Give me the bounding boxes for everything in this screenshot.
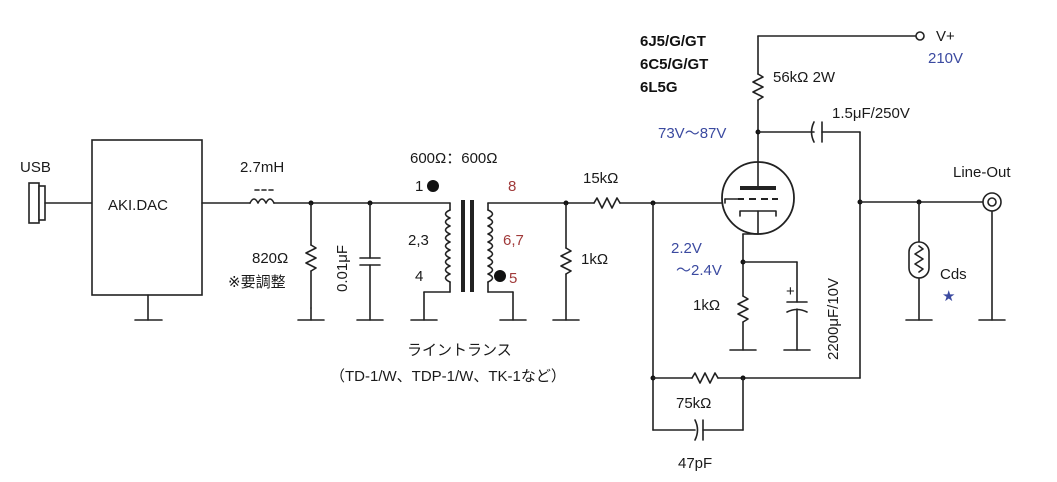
vplus-label: V+ [936, 28, 955, 45]
r820-label: 820Ω [252, 250, 288, 267]
cathode-voltage-1: 2.2V [671, 240, 702, 257]
resistor-56k [752, 31, 925, 163]
feedback-network [652, 372, 861, 441]
capacitor-001uF [356, 200, 384, 321]
pin-4: 4 [415, 268, 423, 285]
cout-label: 1.5μF/250V [832, 105, 910, 122]
c47p-label: 47pF [678, 455, 712, 472]
capacitor-cathode [742, 261, 811, 351]
pin-5: 5 [509, 270, 517, 287]
transformer-name: ライントランス [407, 342, 512, 359]
cds-photoresistor [905, 199, 933, 321]
resistor-820 [297, 200, 325, 321]
pin-6-7: 6,7 [503, 232, 524, 249]
capacitor-output [755, 121, 861, 379]
transformer-ratio: 600Ω：600Ω [410, 150, 497, 167]
usb-label: USB [20, 159, 51, 176]
tube-type-3: 6L5G [640, 79, 678, 96]
vplus-voltage: 210V [928, 50, 963, 67]
dac-box [91, 139, 203, 321]
pin-8: 8 [508, 178, 516, 195]
inductor-label: 2.7mH [240, 159, 284, 176]
star-icon: ★ [942, 288, 955, 305]
r1k-input-label: 1kΩ [581, 251, 608, 268]
pin-2-3: 2,3 [408, 232, 429, 249]
r1k-cathode-label: 1kΩ [693, 297, 720, 314]
lineout-label: Line-Out [953, 164, 1011, 181]
pin-1: 1 [415, 178, 423, 195]
resistor-1k-input [552, 200, 580, 321]
line-transformer [410, 180, 527, 321]
plate-voltage: 73V〜87V [658, 125, 726, 142]
inductor [249, 189, 275, 204]
vacuum-tube [721, 161, 795, 235]
resistor-15k [593, 197, 726, 209]
usb-connector [28, 182, 93, 224]
cathode-cap-plus: + [786, 283, 795, 300]
dac-label: AKI.DAC [108, 197, 168, 214]
r75k-label: 75kΩ [676, 395, 711, 412]
r56k-label: 56kΩ 2W [773, 69, 836, 86]
cds-label: Cds [940, 266, 967, 283]
adjust-note: ※要調整 [228, 274, 286, 291]
tube-type-1: 6J5/G/GT [640, 33, 706, 50]
line-out-jack [978, 192, 1006, 321]
transformer-models: （TD-1/W、TDP-1/W、TK-1など） [330, 368, 566, 385]
c001-label: 0.01μF [334, 245, 351, 292]
ccath-label: 2200μF/10V [825, 278, 842, 360]
r15k-label: 15kΩ [583, 170, 618, 187]
cathode-voltage-2: 〜2.4V [676, 262, 722, 279]
resistor-1k-cathode [729, 259, 757, 351]
tube-type-2: 6C5/G/GT [640, 56, 708, 73]
